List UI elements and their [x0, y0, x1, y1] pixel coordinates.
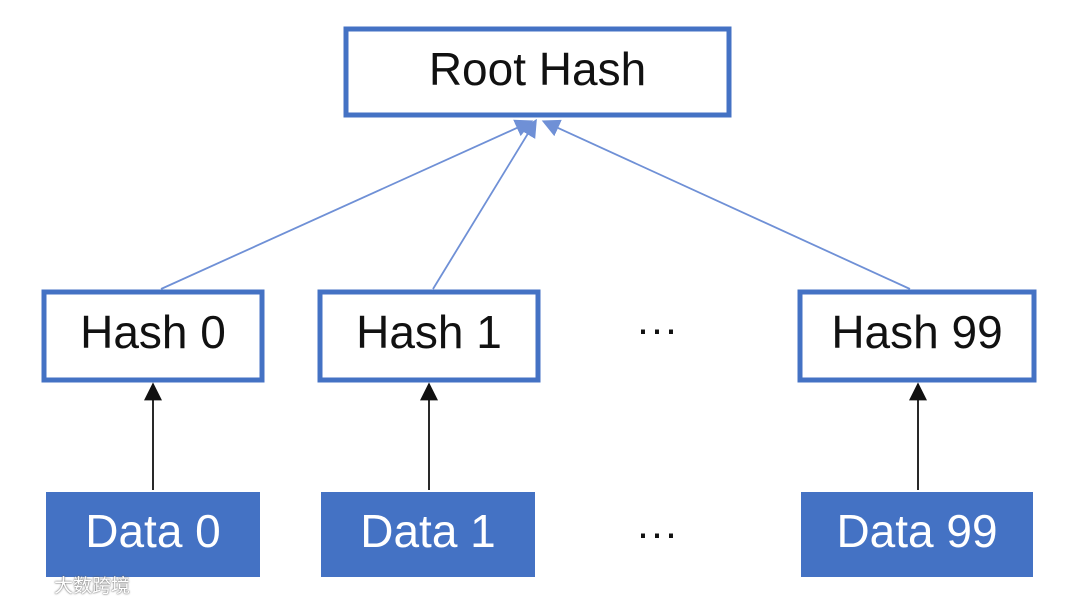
- edge-hash99-to-root: [541, 119, 911, 290]
- logo-icon: [10, 575, 47, 594]
- data-node-label: Data 0: [85, 505, 221, 557]
- data-node-99: Data 99: [801, 492, 1033, 577]
- watermark: 大数跨境: [8, 571, 130, 598]
- data-node-1: Data 1: [321, 492, 535, 577]
- root-hash-node: Root Hash: [343, 26, 732, 118]
- edge-hash0-to-root: [160, 119, 534, 290]
- hash-node-99: Hash 99: [797, 289, 1037, 383]
- hash-node-1: Hash 1: [317, 289, 541, 383]
- data-ellipsis: ···: [636, 509, 678, 556]
- hash-node-label: Hash 1: [356, 306, 502, 358]
- data-node-label: Data 99: [836, 505, 997, 557]
- data-node-label: Data 1: [360, 505, 496, 557]
- hash-ellipsis: ···: [636, 305, 678, 352]
- hash-node-label: Hash 99: [831, 306, 1002, 358]
- edge-hash1-to-root: [432, 118, 537, 290]
- hash-node-0: Hash 0: [41, 289, 265, 383]
- watermark-text: 大数跨境: [54, 575, 131, 597]
- root-hash-label: Root Hash: [429, 43, 646, 95]
- hash-node-label: Hash 0: [80, 306, 226, 358]
- data-node-0: Data 0: [46, 492, 260, 577]
